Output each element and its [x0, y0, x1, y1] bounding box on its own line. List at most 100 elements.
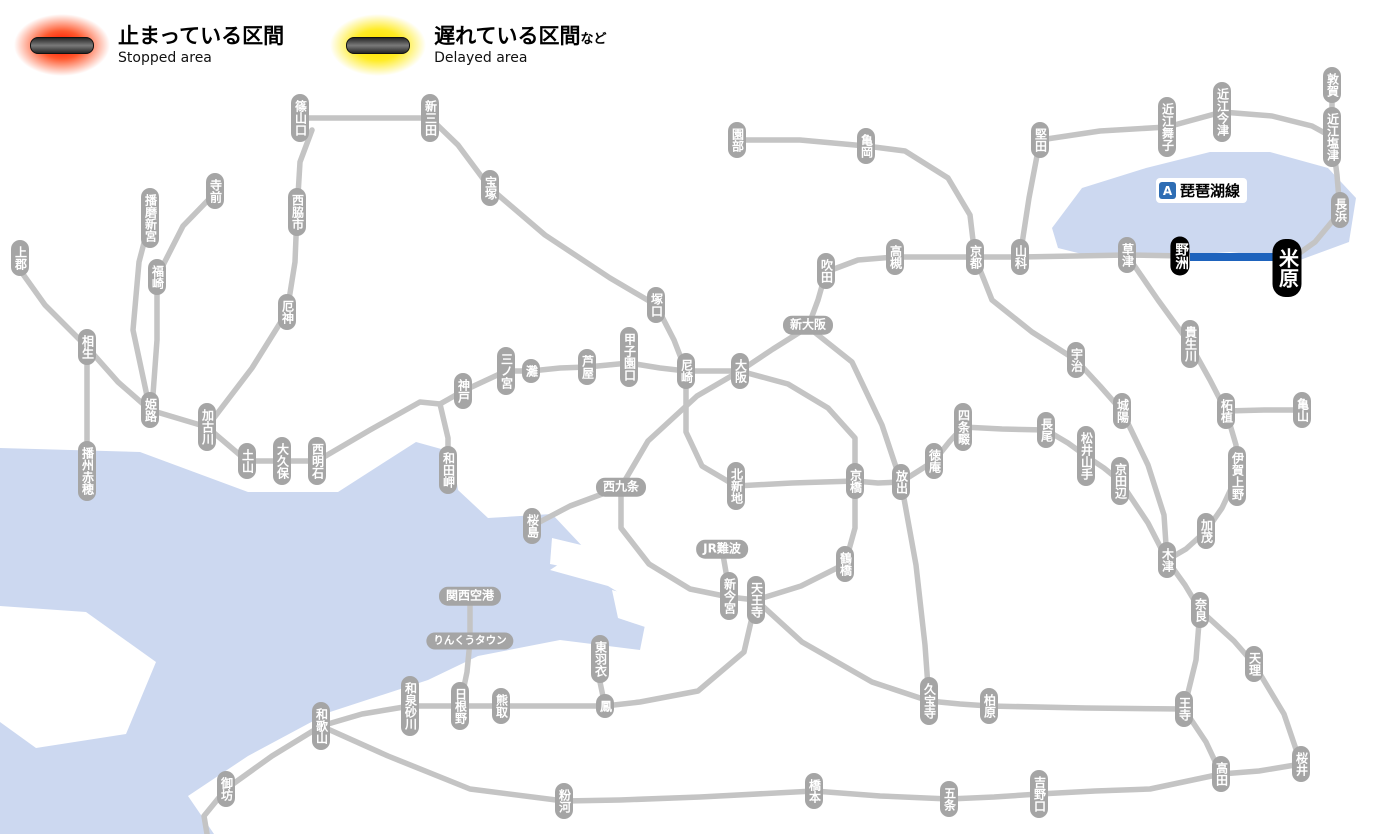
- station-pill: 貴生川: [1181, 320, 1199, 368]
- line-name-label: 琵琶湖線: [1180, 182, 1241, 200]
- station-pill: 京橋: [846, 463, 864, 499]
- station-pill: 灘: [522, 359, 540, 383]
- legend-stopped-item: 止まっている区間 Stopped area: [14, 14, 284, 76]
- station-pill: 桜島: [523, 508, 541, 544]
- station-pill: 相生: [78, 329, 96, 365]
- station-pill: 橋本: [805, 773, 823, 809]
- station-pill: 鶴橋: [836, 546, 854, 582]
- station-pill: 木津: [1158, 542, 1176, 578]
- station-pill: 芦屋: [578, 349, 596, 385]
- station-pill: 和泉砂川: [401, 676, 419, 736]
- station-pill: 高田: [1212, 756, 1230, 792]
- station-pill: 園部: [728, 122, 746, 158]
- station-pill: 山科: [1011, 239, 1029, 275]
- station-pill: 城陽: [1113, 393, 1131, 429]
- station-pill: 御坊: [217, 771, 235, 807]
- track-bar-icon: [346, 36, 411, 54]
- legend-delayed-suffix: など: [580, 32, 607, 48]
- station-pill: 徳庵: [925, 443, 943, 479]
- biwako-line-badge[interactable]: A 琵琶湖線: [1156, 178, 1248, 203]
- station-pill: 野洲: [1170, 236, 1190, 276]
- station-pill: 宝塚: [481, 170, 499, 206]
- station-pill: 日根野: [451, 682, 469, 730]
- station-pill: 鳳: [596, 694, 614, 718]
- station-pill: 西明石: [308, 437, 326, 485]
- station-pill: 草津: [1118, 237, 1136, 273]
- legend-delayed-sublabel: Delayed area: [434, 49, 528, 66]
- station-pill: 亀岡: [857, 128, 875, 164]
- station-pill: 三ノ宮: [497, 347, 515, 395]
- legend-delayed-item: 遅れている区間など Delayed area: [330, 14, 607, 76]
- station-pill: 堅田: [1031, 122, 1049, 158]
- station-pill: 尼崎: [677, 353, 695, 389]
- station-pill: 新今宮: [720, 572, 738, 620]
- stopped-area-icon: [14, 14, 110, 76]
- station-pill: 関西空港: [438, 586, 502, 606]
- legend-delayed-text: 遅れている区間など Delayed area: [434, 24, 606, 65]
- station-pill: 新大阪: [782, 315, 834, 335]
- station-pill: 宇治: [1067, 342, 1085, 378]
- station-pill: 亀山: [1293, 392, 1311, 428]
- station-pill: 和田岬: [439, 446, 457, 494]
- station-pill: 粉河: [555, 783, 573, 819]
- station-pill: 近江舞子: [1158, 97, 1176, 157]
- line-letter-icon: A: [1159, 182, 1176, 199]
- station-pill: 天王寺: [747, 576, 765, 624]
- station-pill: 奈良: [1191, 592, 1209, 628]
- station-pill: 四条畷: [954, 403, 972, 451]
- station-pill: 大阪: [731, 353, 749, 389]
- legend: 止まっている区間 Stopped area 遅れている区間など Delayed …: [14, 14, 607, 76]
- station-pill: 土山: [238, 443, 256, 479]
- station-pill: 塚口: [647, 287, 665, 323]
- station-pill: 柘植: [1217, 393, 1235, 429]
- station-pill: 米原: [1272, 239, 1302, 297]
- station-pill: 西九条: [595, 477, 647, 497]
- station-pill: 播州赤穂: [78, 441, 96, 501]
- station-pill: 吉野口: [1030, 770, 1048, 818]
- track-bar-icon: [30, 36, 94, 54]
- station-pill: 柏原: [980, 688, 998, 724]
- station-pill: 大久保: [273, 437, 291, 485]
- station-pill: 長尾: [1037, 412, 1055, 448]
- station-pill: 五条: [940, 781, 958, 817]
- station-pill: 寺前: [206, 173, 224, 209]
- station-pill: 桜井: [1292, 746, 1310, 782]
- station-pill: 敦賀: [1323, 67, 1341, 103]
- station-pill: 福崎: [148, 259, 166, 295]
- station-pill: りんくうタウン: [426, 632, 514, 650]
- station-pill: 和歌山: [312, 702, 330, 750]
- station-pill: 近江塩津: [1323, 107, 1341, 167]
- station-pill: 加茂: [1197, 513, 1215, 549]
- station-pill: 吹田: [817, 253, 835, 289]
- station-pill: 天理: [1245, 646, 1263, 682]
- station-pill: 王寺: [1175, 691, 1193, 727]
- legend-stopped-sublabel: Stopped area: [118, 49, 212, 66]
- station-pill: 京田辺: [1111, 457, 1129, 505]
- station-pill: 北新地: [727, 462, 745, 510]
- station-pill: 新三田: [421, 94, 439, 142]
- station-pill: 久宝寺: [920, 677, 938, 725]
- station-pill: 近江今津: [1213, 82, 1231, 142]
- delayed-area-icon: [330, 14, 427, 76]
- station-pill: 東羽衣: [591, 635, 609, 683]
- station-pill: 京都: [966, 239, 984, 275]
- station-pill: 上郡: [11, 240, 29, 276]
- station-pill: 放出: [892, 464, 910, 500]
- legend-stopped-text: 止まっている区間 Stopped area: [118, 24, 284, 65]
- station-pill: 神戸: [454, 373, 472, 409]
- station-pill: 松井山手: [1077, 426, 1095, 486]
- station-pill: 厄神: [278, 294, 296, 330]
- station-pill: JR難波: [696, 539, 748, 559]
- legend-delayed-label: 遅れている区間など: [434, 24, 607, 49]
- station-pill: 播磨新宮: [141, 188, 159, 248]
- station-pill: 篠山口: [291, 94, 309, 142]
- station-pill: 長浜: [1331, 192, 1349, 228]
- station-pill: 高槻: [886, 239, 904, 275]
- station-pill: 西脇市: [288, 188, 306, 236]
- station-pill: 熊取: [492, 688, 510, 724]
- station-pill: 姫路: [141, 392, 159, 428]
- station-pill: 甲子園口: [620, 327, 638, 387]
- station-pill: 伊賀上野: [1228, 446, 1246, 506]
